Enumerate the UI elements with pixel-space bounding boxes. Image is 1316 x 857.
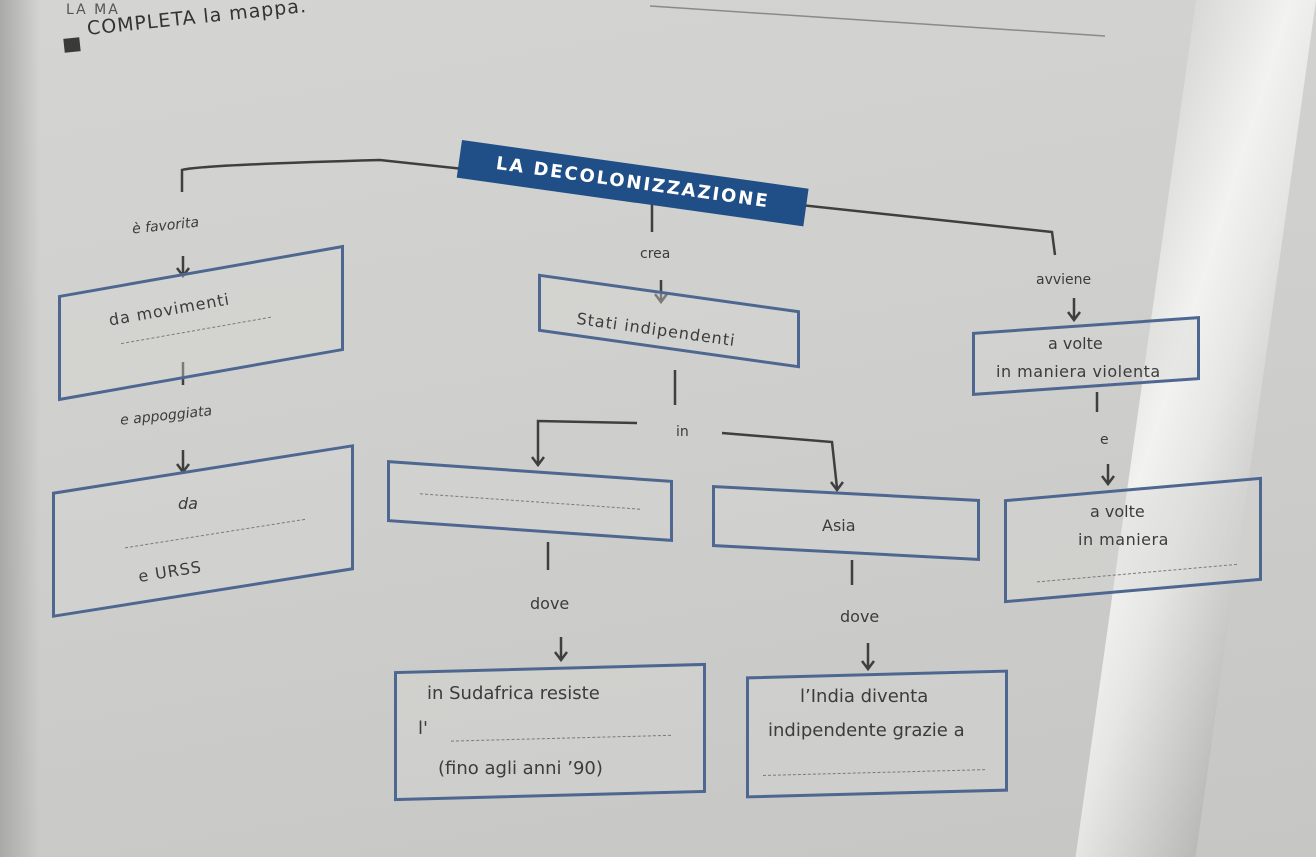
box-sudafrica-line2: l' (418, 718, 428, 739)
center-link-dove-right: dove (840, 607, 880, 626)
center-link-dove-left: dove (530, 594, 570, 613)
center-link-crea: crea (640, 246, 671, 262)
box-violenta-line1: a volte (1048, 334, 1103, 353)
blank-line[interactable] (763, 769, 985, 776)
box-violenta-line2: in maniera violenta (996, 362, 1161, 381)
box-maniera-line2: in maniera (1078, 530, 1169, 549)
blank-line[interactable] (451, 734, 671, 742)
blank-line[interactable] (125, 518, 305, 549)
box-maniera-line1: a volte (1090, 502, 1145, 521)
right-link-avviene: avviene (1036, 272, 1092, 288)
blank-line[interactable] (420, 493, 640, 510)
box-india-line1: l’India diventa (800, 686, 929, 707)
box-sudafrica-line3: (fino agli anni ’90) (438, 758, 603, 779)
exercise-number-icon (63, 37, 81, 53)
page-gutter-shadow (0, 0, 40, 857)
box-india-line2: indipendente grazie a (768, 720, 965, 741)
top-fragment-text: LA MA (66, 2, 120, 18)
center-link-in: in (676, 424, 689, 440)
box-appoggiata-da: da (178, 494, 198, 513)
blank-line[interactable] (1037, 563, 1237, 583)
box-asia-label: Asia (822, 516, 856, 535)
box-sudafrica-line1: in Sudafrica resiste (427, 683, 600, 704)
right-link-e: e (1100, 432, 1109, 448)
